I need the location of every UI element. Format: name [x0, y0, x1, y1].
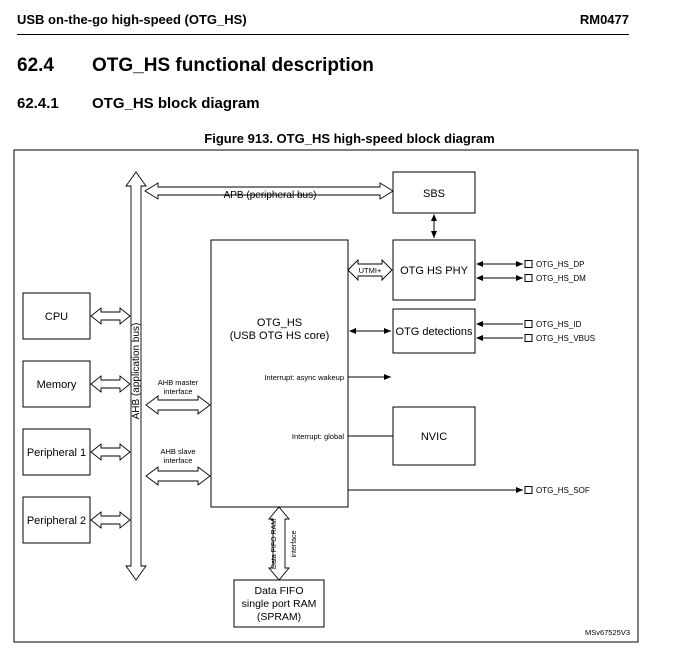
interrupt-async-label: Interrupt: async wakeup — [264, 373, 344, 382]
peripheral1-ahb-arrow — [90, 443, 131, 461]
peripheral1-label: Peripheral 1 — [27, 447, 86, 459]
ahb-slave-arrow — [145, 466, 211, 486]
subsection-title: OTG_HS block diagram — [92, 95, 260, 112]
fifo-interface-label-2: interface — [291, 530, 298, 557]
nvic-block — [392, 406, 476, 466]
cpu-label: CPU — [45, 311, 68, 323]
utmi-arrow — [347, 258, 393, 282]
ahb-master-label-2: interface — [164, 387, 193, 396]
fifo-interface-label-1: Data FIFO RAM — [271, 519, 278, 569]
peripheral1-block — [22, 428, 91, 476]
dm-pin — [524, 274, 533, 282]
header-rule — [17, 34, 629, 35]
dm-label: OTG_HS_DM — [536, 274, 586, 283]
vbus-label: OTG_HS_VBUS — [536, 334, 595, 343]
cpu-ahb-arrow — [90, 307, 131, 325]
peripheral2-ahb-arrow — [90, 511, 131, 529]
sof-label: OTG_HS_SOF — [536, 486, 590, 495]
ahb-slave-label-2: interface — [164, 456, 193, 465]
fifo-label-2: single port RAM — [242, 598, 317, 610]
otg-hs-core-block — [210, 239, 349, 508]
memory-ahb-arrow — [90, 375, 131, 393]
otg-core-title: OTG_HS — [257, 317, 302, 329]
cpu-block — [22, 292, 91, 340]
document-reference: RM0477 — [579, 12, 629, 27]
otg-core-subtitle: (USB OTG HS core) — [230, 330, 330, 342]
vbus-pin — [524, 334, 533, 342]
detections-label: OTG detections — [395, 326, 473, 338]
dp-label: OTG_HS_DP — [536, 260, 584, 269]
figure-id: MSv67525V3 — [585, 628, 630, 637]
figure-caption: Figure 913. OTG_HS high-speed block diag… — [204, 131, 495, 146]
section-number: 62.4 — [17, 55, 54, 76]
apb-bus-label: APB (peripheral bus) — [224, 190, 317, 201]
interrupt-global-label: Interrupt: global — [292, 432, 344, 441]
nvic-label: NVIC — [421, 431, 447, 443]
ahb-slave-label-1: AHB slave — [160, 447, 195, 456]
peripheral2-block — [22, 496, 91, 544]
utmi-label: UTMI+ — [359, 266, 382, 275]
section-title: OTG_HS functional description — [92, 55, 374, 76]
fifo-label-1: Data FIFO — [254, 585, 303, 597]
sof-pin — [524, 486, 533, 494]
otg-hs-phy-block — [392, 239, 476, 301]
memory-label: Memory — [37, 379, 77, 391]
ahb-master-arrow — [145, 395, 211, 415]
sbs-label: SBS — [423, 188, 445, 200]
ahb-bus-label: AHB (application bus) — [131, 323, 142, 420]
sbs-block — [392, 171, 476, 214]
id-pin — [524, 320, 533, 328]
phy-label: OTG HS PHY — [400, 265, 469, 277]
memory-block — [22, 360, 91, 408]
subsection-number: 62.4.1 — [17, 95, 59, 112]
otg-detections-block — [392, 308, 476, 354]
ahb-master-label-1: AHB master — [158, 378, 199, 387]
peripheral2-label: Peripheral 2 — [27, 515, 86, 527]
running-header-title: USB on-the-go high-speed (OTG_HS) — [17, 12, 247, 27]
fifo-label-3: (SPRAM) — [257, 611, 301, 623]
id-label: OTG_HS_ID — [536, 320, 582, 329]
dp-pin — [524, 260, 533, 268]
ahb-bus-arrow — [125, 171, 147, 581]
data-fifo-block — [233, 579, 325, 628]
